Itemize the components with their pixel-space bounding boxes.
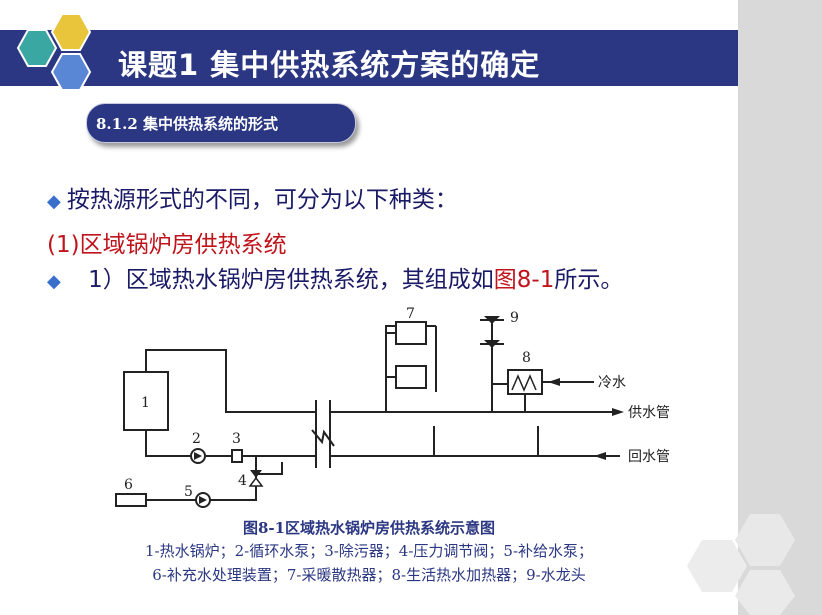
dirt-separator (231, 449, 243, 463)
radiator-lower (395, 365, 427, 389)
item-line: ◆ 1）区域热水锅炉房供热系统，其组成如图8-1所示。 (47, 260, 623, 294)
supply-pipe-label: 供水管 (628, 405, 670, 421)
radiator-upper (395, 321, 427, 345)
water-treatment-box (115, 493, 147, 507)
diamond-bullet-icon: ◆ (47, 271, 61, 292)
label-3: 3 (232, 431, 241, 447)
heating-system-diagram: 1 2 3 4 5 6 7 8 9 冷水 供水管 回水管 (115, 306, 670, 508)
water-heater-box (507, 369, 543, 395)
title-bar (0, 30, 738, 86)
item-prefix: 1）区域热水锅炉房供热系统，其组成如 (88, 267, 494, 293)
slide-title: 课题1 集中供热系统方案的确定 (118, 48, 541, 82)
label-6: 6 (124, 477, 133, 493)
return-line-left (145, 430, 190, 457)
label-4: 4 (238, 473, 247, 489)
hexagon-logo-icon (16, 13, 92, 91)
legend-line-1: 1-热水锅炉；2-循环水泵；3-除污器；4-压力调节阀；5-补给水泵； (144, 542, 594, 560)
diamond-bullet-icon: ◆ (47, 191, 61, 212)
label-2: 2 (192, 431, 201, 447)
cold-water-label: 冷水 (598, 375, 626, 391)
return-pipe-label: 回水管 (628, 449, 670, 465)
subtitle-pill (86, 103, 356, 143)
label-1: 1 (141, 395, 150, 411)
section-subtitle: 8.1.2 集中供热系统的形式 (96, 115, 278, 133)
label-7: 7 (406, 306, 415, 322)
intro-line: ◆按热源形式的不同，可分为以下种类： (47, 180, 458, 214)
top-strip (0, 0, 738, 30)
item-suffix: 所示。 (554, 267, 624, 293)
category-heading: (1)区域锅炉房供热系统 (47, 232, 287, 258)
legend-line-2: 6-补充水处理装置；7-采暖散热器；8-生活热水加热器；9-水龙头 (152, 566, 586, 584)
label-9: 9 (510, 310, 519, 326)
figure-caption: 图8-1区域热水锅炉房供热系统示意图 (242, 519, 496, 537)
figure-ref-link: 图8-1 (493, 267, 555, 293)
label-5: 5 (184, 484, 193, 500)
label-8: 8 (522, 350, 531, 366)
supply-line-left (145, 349, 316, 413)
right-side-panel (738, 0, 822, 615)
intro-text: 按热源形式的不同，可分为以下种类： (66, 187, 458, 213)
